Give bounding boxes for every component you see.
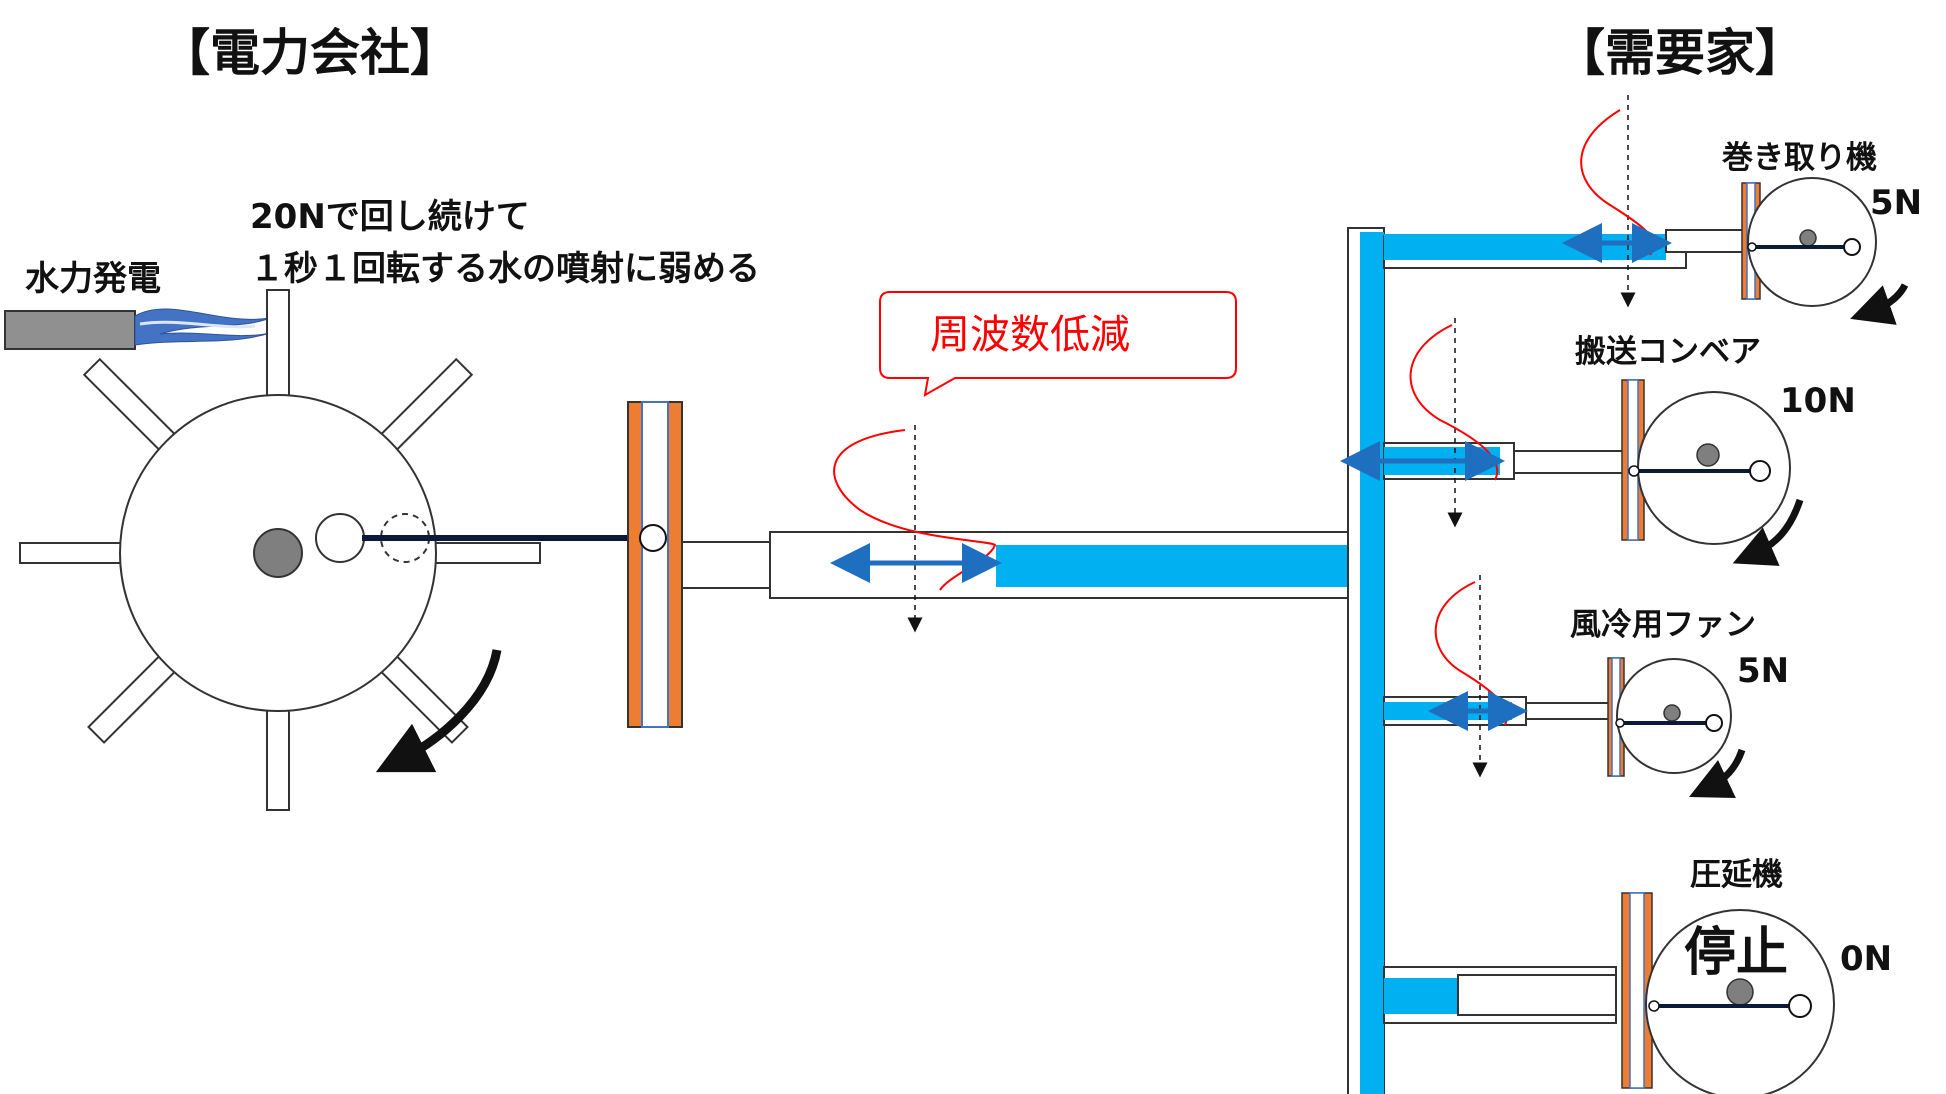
branch-rolling-mill xyxy=(1383,966,1617,1024)
note-line-2: １秒１回転する水の噴射に弱める xyxy=(250,249,760,289)
consumer-name-winder: 巻き取り機 xyxy=(1722,140,1877,176)
rotation-arrow-fan xyxy=(1689,748,1746,799)
consumer-state-rolling-mill: 停止 xyxy=(1684,923,1788,983)
consumer-name-fan: 風冷用ファン xyxy=(1570,607,1756,643)
heading-power-company: 【電力会社】 xyxy=(160,24,460,82)
source-label: 水力発電 xyxy=(25,259,161,299)
piston-plate-conveyor xyxy=(1621,379,1645,541)
main-pipe xyxy=(681,531,1358,599)
wheel-fan xyxy=(1615,658,1732,774)
consumer-name-rolling-mill: 圧延機 xyxy=(1690,857,1783,893)
consumer-load-rolling-mill: 0N xyxy=(1840,939,1892,979)
water-wheel xyxy=(19,289,541,811)
wheel-winder xyxy=(1747,177,1877,307)
vertical-trunk xyxy=(1347,227,1385,1094)
branch-winder xyxy=(1383,229,1761,269)
piston-pin-supplier xyxy=(639,524,667,552)
note-line-1: 20Nで回し続けて xyxy=(250,197,530,237)
consumer-name-conveyor: 搬送コンベア xyxy=(1575,334,1761,370)
consumer-load-winder: 5N xyxy=(1870,183,1922,223)
consumer-load-conveyor: 10N xyxy=(1780,381,1856,421)
heading-consumers: 【需要家】 xyxy=(1555,24,1805,82)
callout-text: 周波数低減 xyxy=(930,312,1130,358)
wheel-rolling-mill xyxy=(1645,909,1835,1094)
piston-plate-supplier xyxy=(627,401,683,728)
wheel-conveyor xyxy=(1628,391,1791,545)
pressure-wave-winder xyxy=(1580,109,1655,256)
callout-frequency xyxy=(879,291,1237,397)
rotation-arrow-winder xyxy=(1850,283,1909,325)
hydro-nozzle xyxy=(4,308,271,350)
rotation-arrow-supplier xyxy=(375,649,502,773)
rotation-arrow-conveyor xyxy=(1732,498,1804,566)
consumer-load-fan: 5N xyxy=(1737,651,1789,691)
piston-plate-fan xyxy=(1607,657,1625,777)
